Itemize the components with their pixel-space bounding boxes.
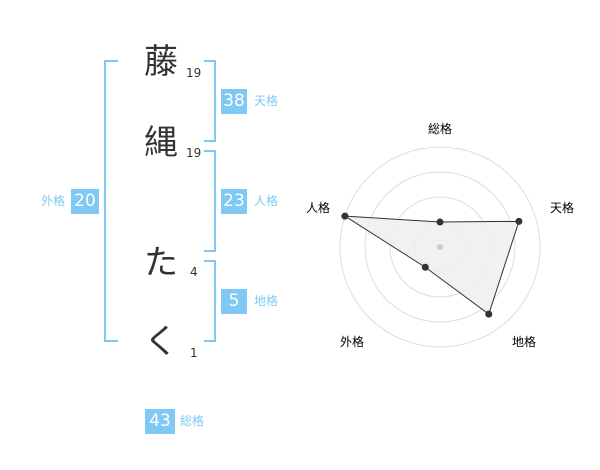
- name-char-4: く: [144, 322, 178, 362]
- chikaku-label: 地格: [254, 294, 279, 308]
- gaikaku-label: 外格: [41, 194, 66, 208]
- name-char-3: た: [144, 243, 178, 283]
- radar-points: [341, 212, 523, 318]
- chikaku-value: 5: [221, 289, 247, 314]
- stroke-count-3: 4: [190, 265, 198, 279]
- name-char-2: 縄: [144, 123, 178, 163]
- radar-series-polygon: [344, 215, 520, 315]
- jinkaku-value: 23: [221, 189, 247, 214]
- radar-point-4: [341, 212, 349, 220]
- axis-label-jinkaku: 人格: [306, 200, 330, 215]
- radar-point-3: [421, 263, 429, 271]
- jinkaku-label: 人格: [254, 194, 279, 208]
- radar-ring: [339, 146, 541, 348]
- axis-label-tenkaku: 天格: [550, 200, 574, 215]
- tenkaku-value: 38: [221, 89, 247, 114]
- axis-label-chikaku: 地格: [512, 334, 536, 349]
- axis-label-gaikaku: 外格: [340, 334, 364, 349]
- radar-ring: [364, 171, 516, 323]
- gaikaku-value: 20: [71, 189, 99, 214]
- chikaku-bracket: [204, 260, 216, 342]
- radar-point-1: [515, 217, 523, 225]
- name-char-1: 藤: [144, 42, 178, 82]
- gaikaku-bracket: [104, 60, 118, 342]
- radar-point-0: [436, 218, 444, 226]
- radar-center: [437, 244, 443, 250]
- stroke-count-2: 19: [186, 146, 202, 160]
- stroke-count-4: 1: [190, 346, 198, 360]
- soukaku-value: 43: [145, 409, 175, 434]
- tenkaku-bracket: [204, 60, 216, 142]
- soukaku-label: 総格: [180, 414, 205, 428]
- stroke-count-1: 19: [186, 66, 202, 80]
- jinkaku-bracket: [204, 150, 216, 252]
- radar-point-2: [485, 310, 493, 318]
- axis-label-soukaku: 総格: [428, 121, 452, 136]
- tenkaku-label: 天格: [254, 94, 279, 108]
